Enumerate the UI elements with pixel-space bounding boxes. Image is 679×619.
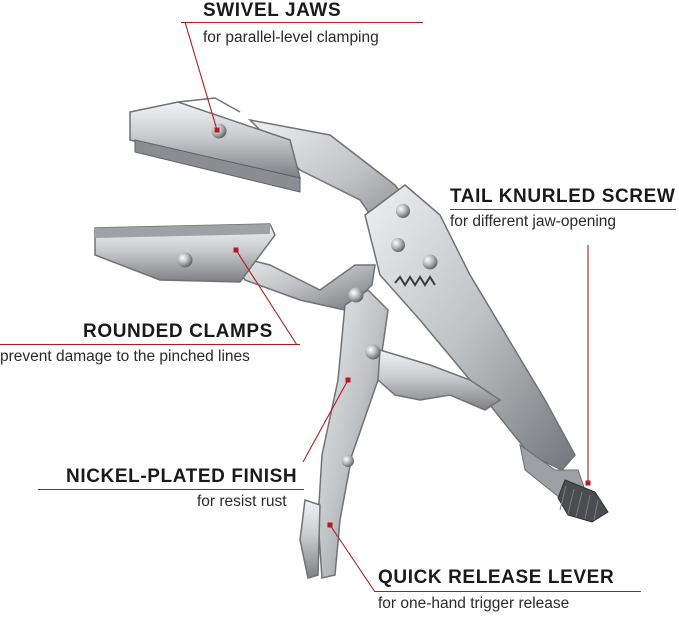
callout-tail-screw-desc: for different jaw-opening [450, 213, 617, 230]
callout-nickel-finish-desc: for resist rust [197, 493, 287, 510]
upper-swivel-jaw [129, 97, 302, 193]
pointer-dot-swivel [214, 127, 220, 133]
callout-release-lever-desc: for one-hand trigger release [378, 595, 570, 612]
callout-rounded-clamps-rule [0, 344, 300, 346]
release-lever [377, 349, 502, 411]
pointer-dot-clamps [233, 247, 239, 253]
callout-rounded-clamps-title: ROUNDED CLAMPS [83, 321, 273, 342]
callout-swivel-jaws-desc: for parallel-level clamping [203, 29, 379, 46]
callout-swivel-jaws-rule [181, 22, 423, 24]
pointer-dot-screw [585, 480, 591, 486]
callout-nickel-finish-title: NICKEL-PLATED FINISH [66, 466, 298, 487]
lever-tip [299, 498, 321, 579]
callout-release-lever-title: QUICK RELEASE LEVER [378, 567, 615, 588]
callout-nickel-finish-rule [38, 489, 304, 491]
callout-leaders [184, 21, 589, 593]
callout-tail-screw-title: TAIL KNURLED SCREW [450, 186, 676, 207]
callout-tail-screw-rule [450, 209, 676, 211]
pliers-body [364, 184, 586, 499]
lower-handle [317, 289, 389, 579]
pointer-dot-finish [345, 377, 351, 383]
callout-pointer-dots [214, 127, 591, 528]
callout-swivel-jaws-title: SWIVEL JAWS [203, 0, 342, 21]
callout-release-lever-rule [375, 591, 641, 593]
spring [394, 275, 436, 287]
lower-swivel-jaw [94, 223, 276, 283]
knurled-screw [557, 479, 609, 523]
lower-arm [228, 253, 376, 311]
callout-rounded-clamps-desc: prevent damage to the pinched lines [0, 348, 250, 365]
pointer-dot-lever [327, 522, 333, 528]
